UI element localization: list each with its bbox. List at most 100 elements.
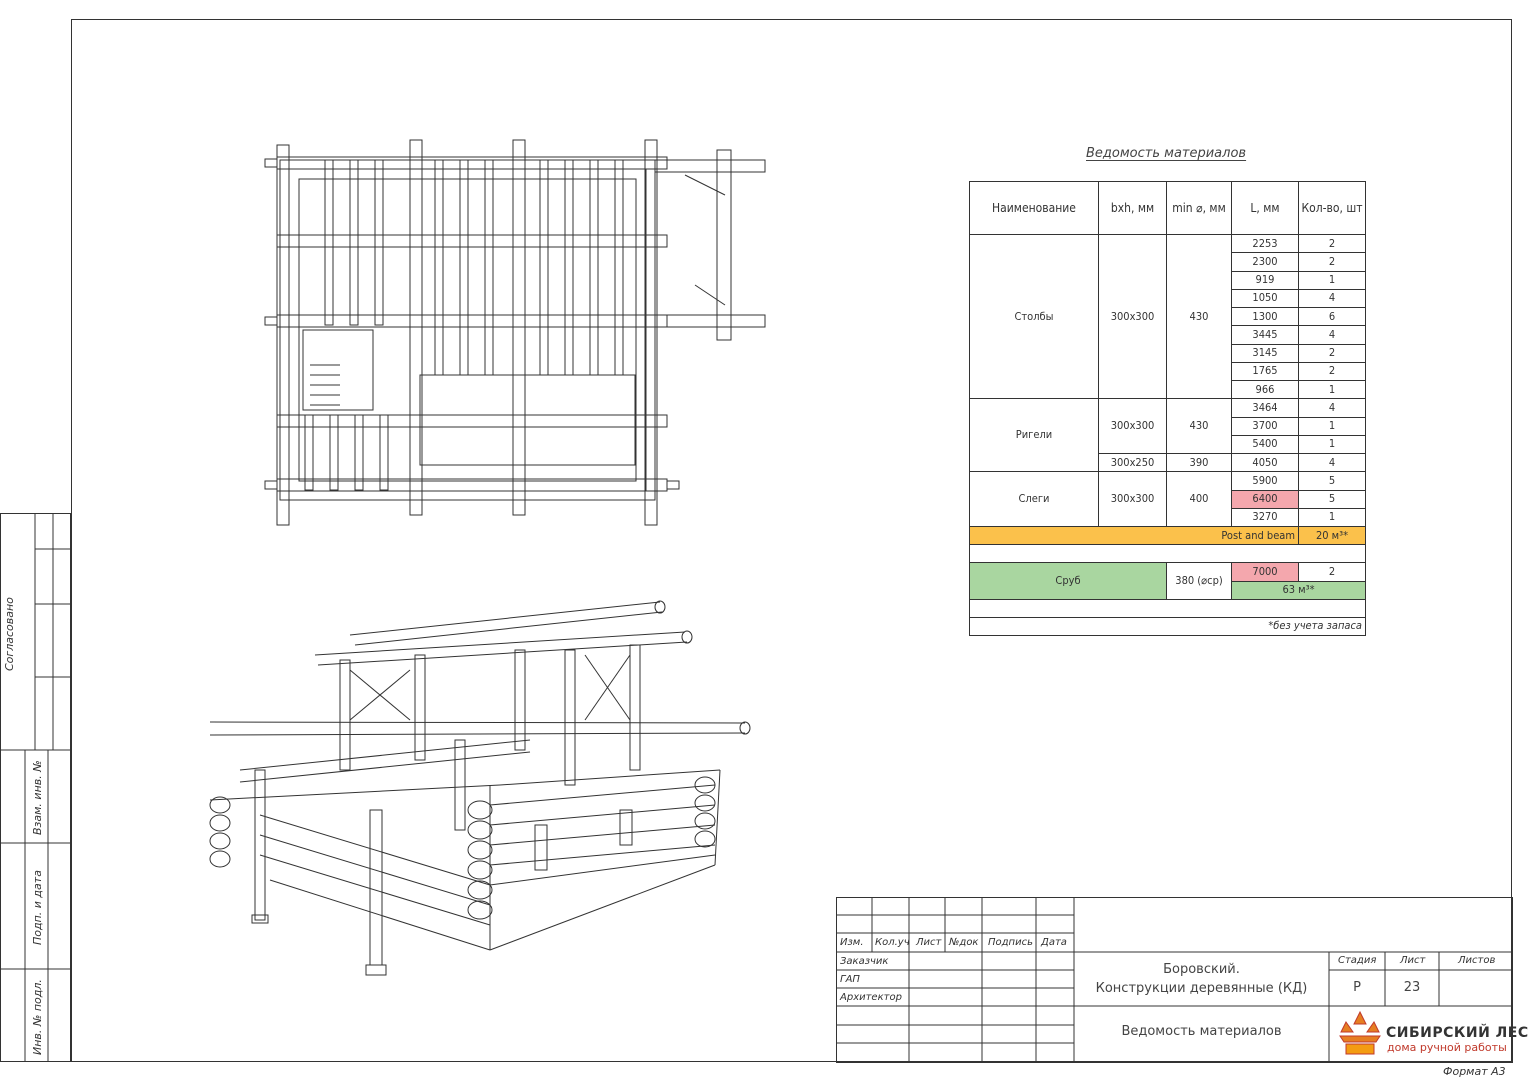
stamp-col-ndok: №док — [949, 937, 979, 948]
stamp-role-gap: ГАП — [840, 974, 860, 985]
row-qty: 4 — [1298, 452, 1366, 473]
row-length: 966 — [1231, 379, 1299, 400]
group-purlins-diameter: 400 — [1166, 471, 1232, 527]
post-beam-volume: 20 м³* — [1298, 525, 1366, 546]
group-posts-diameter: 430 — [1166, 233, 1232, 400]
side-label-sign-date: Подп. и дата — [31, 870, 44, 945]
group-purlins-name: Слеги — [969, 471, 1099, 527]
paper-format: Формат А3 — [1443, 1065, 1506, 1078]
spacer-cell — [969, 544, 1366, 564]
stamp-col-data: Дата — [1041, 937, 1067, 948]
header-qty: Кол-во, шт — [1298, 181, 1366, 235]
row-length: 1300 — [1231, 306, 1299, 327]
row-qty: 2 — [1298, 233, 1366, 254]
table-row: Столбы 300х300 430 2253 2 — [969, 233, 1366, 400]
stage-value: Р — [1353, 980, 1361, 995]
table-row: Слеги 300х300 400 5900 5 — [969, 471, 1366, 527]
company-tagline: дома ручной работы — [1387, 1041, 1507, 1054]
log-house-length: 7000 — [1231, 562, 1299, 582]
row-length: 4050 — [1231, 452, 1299, 473]
row-qty: 5 — [1298, 471, 1366, 491]
side-label-inv-replace: Взам. инв. № — [31, 760, 44, 835]
spacer-row — [969, 544, 1366, 564]
footnote: *без учета запаса — [969, 616, 1366, 637]
log-house-qty: 2 — [1298, 562, 1366, 582]
post-beam-label: Post and beam — [969, 525, 1299, 546]
row-length: 3145 — [1231, 343, 1299, 363]
row-qty: 5 — [1298, 489, 1366, 509]
row-length: 2300 — [1231, 252, 1299, 272]
spacer-cell — [969, 598, 1366, 618]
side-strip: Согласовано Взам. инв. № Подп. и дата Ин… — [0, 513, 71, 1062]
row-length: 3270 — [1231, 507, 1299, 528]
stamp-role-architect: Архитектор — [840, 992, 902, 1003]
row-qty: 1 — [1298, 270, 1366, 290]
company-name: СИБИРСКИЙ ЛЕС — [1386, 1025, 1529, 1041]
row-qty: 1 — [1298, 507, 1366, 528]
stamp-col-izm: Изм. — [840, 937, 864, 948]
row-qty: 2 — [1298, 361, 1366, 382]
row-length: 3445 — [1231, 325, 1299, 345]
header-name: Наименование — [969, 181, 1099, 235]
row-qty: 1 — [1298, 416, 1366, 436]
sheet-title: Ведомость материалов — [1121, 1024, 1282, 1039]
log-house-diameter: 380 (⌀ср) — [1166, 562, 1232, 600]
drawing-frame — [71, 19, 1512, 1062]
row-qty: 1 — [1298, 379, 1366, 400]
materials-title: Ведомость материалов — [1086, 146, 1247, 161]
stamp-role-customer: Заказчик — [840, 956, 889, 967]
log-house-total-row: 63 м³* — [970, 580, 1366, 600]
post-beam-total-row: Post and beam 20 м³* — [969, 525, 1366, 546]
project-line2: Конструкции деревянные (КД) — [1095, 981, 1308, 996]
side-label-agreed: Согласовано — [3, 597, 16, 671]
header-section: bxh, мм — [1098, 181, 1167, 235]
row-qty: 4 — [1298, 325, 1366, 345]
sheet-label: Лист — [1400, 955, 1426, 966]
title-block: Изм. Кол.уч Лист №док Подпись Дата Заказ… — [836, 897, 1513, 1063]
axonometric-drawing — [209, 600, 751, 976]
stamp-col-podpis: Подпись — [988, 937, 1033, 948]
group-girders-name: Ригели — [969, 398, 1099, 473]
row-length: 5900 — [1231, 471, 1299, 491]
row-length: 3464 — [1231, 398, 1299, 418]
group-purlins-section: 300х300 — [1098, 471, 1167, 527]
sheet-value: 23 — [1403, 980, 1421, 995]
table-row: Ригели 300х300 430 3464 4 — [969, 398, 1366, 473]
header-length: L, мм — [1231, 181, 1299, 235]
group-girders-section-a: 300х300 — [1098, 398, 1167, 454]
group-girders-diameter-b: 390 — [1166, 452, 1232, 473]
materials-table: Наименование bxh, мм min ⌀, мм L, мм Кол… — [969, 181, 1366, 637]
header-min-diameter: min ⌀, мм — [1166, 181, 1232, 235]
row-length: 3700 — [1231, 416, 1299, 436]
group-posts-section: 300х300 — [1098, 233, 1167, 400]
group-posts-name: Столбы — [969, 233, 1099, 400]
company-logo-icon — [1339, 1010, 1381, 1055]
log-house-name: Сруб — [969, 562, 1167, 600]
footnote-row: *без учета запаса — [969, 616, 1366, 637]
log-house-row: Сруб 380 (⌀ср) 7000 2 — [969, 562, 1366, 600]
row-length: 5400 — [1231, 434, 1299, 455]
plan-view-drawing — [264, 139, 766, 526]
row-qty: 2 — [1298, 252, 1366, 272]
row-qty: 4 — [1298, 288, 1366, 309]
stage-label: Стадия — [1338, 955, 1377, 966]
project-line1: Боровский. — [1163, 962, 1240, 977]
log-house-volume: 63 м³* — [1231, 580, 1366, 600]
group-girders-section-b: 300х250 — [1098, 452, 1167, 473]
table-row: 300х250 390 4050 4 — [970, 452, 1366, 473]
group-girders-diameter-a: 430 — [1166, 398, 1232, 454]
spacer-row — [969, 598, 1366, 618]
row-length: 1050 — [1231, 288, 1299, 309]
row-qty: 6 — [1298, 306, 1366, 327]
row-length: 919 — [1231, 270, 1299, 290]
row-qty: 2 — [1298, 343, 1366, 363]
row-length: 1765 — [1231, 361, 1299, 382]
